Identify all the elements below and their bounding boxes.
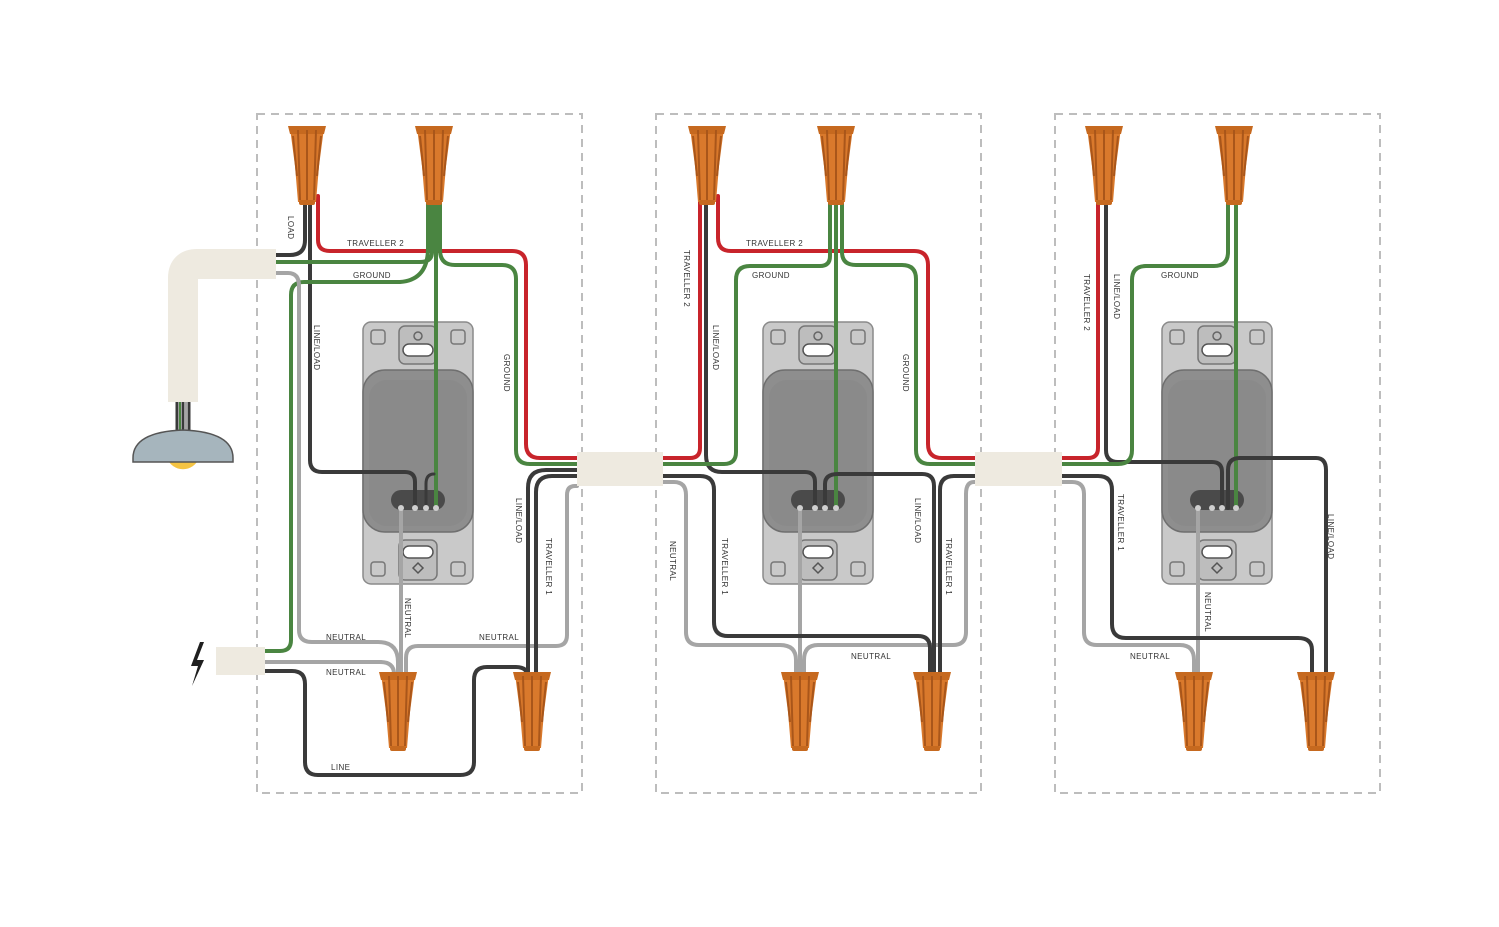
b1-switch-pigtail-wire (424, 472, 436, 510)
label-b1-ground-top: GROUND (353, 271, 391, 280)
b2-ground-right-wire (840, 194, 977, 466)
wire-nut-icon (1214, 125, 1254, 206)
b1-traveller1-wire (534, 474, 579, 678)
label-b2-traveller1-left: TRAVELLER 1 (720, 538, 729, 595)
label-b3-neutral-bottom: NEUTRAL (1130, 652, 1170, 661)
b3-traveller1-wire (1060, 474, 1314, 682)
cable-power-source (216, 647, 265, 675)
switch-terminals (398, 505, 1239, 511)
label-b1-neutral-lower: NEUTRAL (326, 668, 366, 677)
b3-line-load-left-wire (1104, 194, 1224, 510)
b1-line-wire (263, 665, 530, 777)
label-b3-traveller2: TRAVELLER 2 (1082, 274, 1091, 331)
wire-nut-icon (1296, 671, 1336, 752)
b3-neutral-in-wire (1060, 480, 1196, 682)
label-b1-load: LOAD (286, 216, 295, 239)
cable-box2-box3 (975, 452, 1062, 486)
b3-line-load-right-wire (1226, 456, 1328, 682)
wire-nut-icon (378, 671, 418, 752)
label-b3-line-load-right: LINE/LOAD (1326, 514, 1335, 559)
label-b1-traveller2: TRAVELLER 2 (347, 239, 404, 248)
wire-nut-icon (414, 125, 454, 206)
cable-box1-box2 (577, 452, 663, 486)
b2-neutral-out-wire (802, 480, 977, 682)
label-b2-traveller2-vertical: TRAVELLER 2 (682, 250, 691, 307)
label-b2-traveller2: TRAVELLER 2 (746, 239, 803, 248)
b2-traveller2-wire (716, 194, 977, 460)
b2-line-load-wire (704, 194, 817, 510)
b2-neutral-in-wire (661, 480, 798, 682)
label-b1-line: LINE (331, 763, 350, 772)
label-b2-line-load-right: LINE/LOAD (913, 498, 922, 543)
label-b2-ground-top: GROUND (752, 271, 790, 280)
b1-neutral-cable-wire (274, 271, 400, 678)
b3-ground-wire (1060, 194, 1230, 466)
b3-traveller2-wire (1060, 194, 1100, 460)
label-b1-line-load-left: LINE/LOAD (312, 325, 321, 370)
ceiling-light-icon (132, 402, 234, 470)
wires (263, 194, 1328, 777)
label-b3-ground: GROUND (1161, 271, 1199, 280)
label-b2-ground-right: GROUND (901, 354, 910, 392)
label-b3-neutral-vertical: NEUTRAL (1203, 592, 1212, 632)
b2-traveller1-out-wire (938, 474, 977, 682)
cable-to-lamp (168, 249, 276, 402)
label-b1-neutral-vertical: NEUTRAL (403, 598, 412, 638)
wire-nut-icon (1084, 125, 1124, 206)
b1-load-wire (274, 194, 307, 257)
b2-traveller2-in-wire (661, 194, 702, 460)
b1-traveller2-wire (316, 194, 579, 460)
wire-nut-icon (912, 671, 952, 752)
label-b1-ground-right: GROUND (502, 354, 511, 392)
b2-traveller1-in-wire (661, 474, 932, 682)
b1-ground-cable-wire (274, 194, 434, 264)
label-b1-neutral-upper: NEUTRAL (326, 633, 366, 642)
b2-line-load-out-wire (823, 472, 936, 682)
label-b1-line-load-right: LINE/LOAD (514, 498, 523, 543)
lightning-bolt-icon (191, 642, 204, 686)
wire-nut-icon (687, 125, 727, 206)
label-b2-line-load-left: LINE/LOAD (711, 325, 720, 370)
wire-nut-icon (287, 125, 327, 206)
label-b1-traveller1: TRAVELLER 1 (544, 538, 553, 595)
wire-nut-icon (512, 671, 552, 752)
b1-line-load-out-wire (526, 468, 579, 678)
wire-nut-icon (780, 671, 820, 752)
b2-ground-in-wire (661, 194, 832, 466)
label-b2-neutral-bottom: NEUTRAL (851, 652, 891, 661)
b1-line-load-wire (308, 194, 417, 510)
label-b1-neutral-right: NEUTRAL (479, 633, 519, 642)
b1-neutral-out-wire (404, 484, 579, 678)
wire-nut-icon (816, 125, 856, 206)
b1-ground-right-wire (438, 194, 579, 466)
smart-switch-2 (762, 321, 874, 585)
label-b3-traveller1: TRAVELLER 1 (1116, 494, 1125, 551)
label-b2-traveller1-right: TRAVELLER 1 (944, 538, 953, 595)
label-b3-line-load-left: LINE/LOAD (1112, 274, 1121, 319)
wire-nut-icon (1174, 671, 1214, 752)
label-b2-neutral-left: NEUTRAL (668, 541, 677, 581)
smart-switch-3 (1161, 321, 1273, 585)
b1-ground-source-wire (263, 194, 430, 653)
smart-switch-1 (362, 321, 474, 585)
